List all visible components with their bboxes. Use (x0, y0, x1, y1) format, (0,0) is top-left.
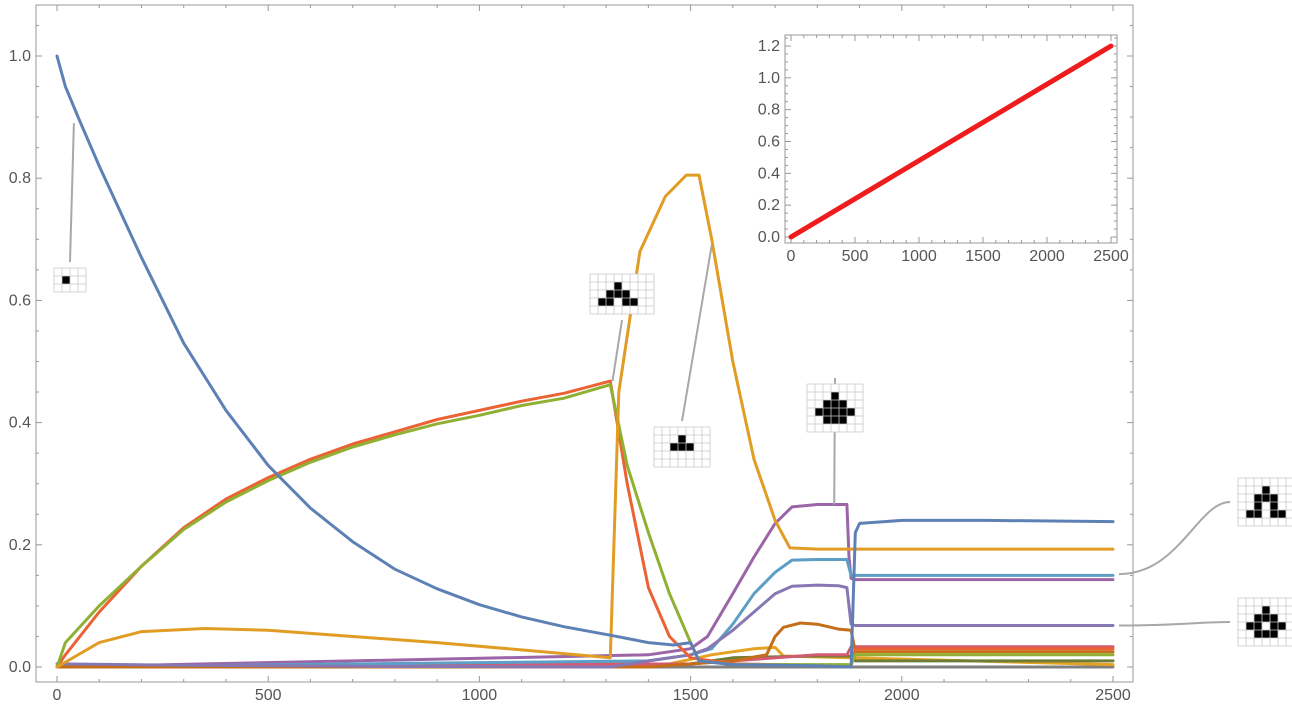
inset-x-tick-label: 1500 (965, 248, 1001, 265)
callout-connector (1118, 621, 1231, 627)
pixel-cell-on (1278, 622, 1286, 630)
callout-connector (69, 123, 75, 263)
main-plot: 0 500 1000 1500 2000 2500 0.0 0.2 0.4 0.6 0.8 1.0 (9, 4, 1292, 704)
main-series-line-0 (55, 54, 1115, 669)
pixel-cell-on (1262, 630, 1270, 638)
callout-connector (681, 245, 713, 422)
pixel-cell-on (839, 416, 847, 424)
main-y-tick-label: 0.8 (9, 170, 31, 187)
pixel-cell-on (831, 400, 839, 408)
pixel-cell-on (1262, 486, 1270, 494)
pixel-cell-on (614, 290, 622, 298)
pixel-cell-on (630, 298, 638, 306)
inset-y-tick-label: 0.0 (758, 229, 780, 246)
pixel-cell-on (1270, 510, 1278, 518)
pixel-cell-on (1270, 614, 1278, 622)
inset-x-tick-label: 0 (787, 248, 796, 265)
callout-connector (1118, 501, 1231, 576)
pixel-pattern-icon (589, 273, 655, 315)
pixel-cell-on (823, 416, 831, 424)
pixel-cell-on (839, 400, 847, 408)
pixel-cell-on (823, 400, 831, 408)
inset-x-tick-label: 500 (842, 248, 869, 265)
main-series-line-10 (55, 645, 1115, 669)
pixel-cell-on (678, 443, 686, 451)
pixel-cell-on (686, 443, 694, 451)
inset-y-tick-label: 1.2 (758, 38, 780, 55)
pixel-cell-on (831, 392, 839, 400)
pixel-cell-on (678, 435, 686, 443)
pixel-cell-on (823, 408, 831, 416)
pixel-cell-on (1254, 494, 1262, 502)
pixel-cell-on (1270, 630, 1278, 638)
main-x-tick-label: 500 (255, 687, 282, 704)
inset-plot: 0 500 1000 1500 2000 2500 0.0 0.2 0.4 0.6 0.8 1.0 1.… (735, 29, 1129, 277)
pixel-cell-on (1254, 510, 1262, 518)
pixel-cell-on (839, 408, 847, 416)
pixel-cell-on (62, 276, 70, 284)
main-x-tick-label: 2000 (884, 687, 920, 704)
inset-x-tick-label: 1000 (901, 248, 937, 265)
inset-y-tick-label: 0.4 (758, 165, 780, 182)
main-y-tick-label: 0.4 (9, 415, 31, 432)
main-x-tick-label: 2500 (1095, 687, 1131, 704)
pixel-cell-on (670, 443, 678, 451)
main-series-group (55, 54, 1115, 669)
main-y-tick-label: 0.2 (9, 537, 31, 554)
pixel-cell-on (1246, 510, 1254, 518)
main-frame (35, 4, 1134, 683)
pixel-cell-on (1254, 622, 1262, 630)
pixel-cell-on (1270, 502, 1278, 510)
pixel-cell-on (1262, 494, 1270, 502)
pixel-cell-on (1254, 630, 1262, 638)
main-x-tick-label: 1500 (673, 687, 709, 704)
pixel-cell-on (1262, 614, 1270, 622)
pixel-cell-on (1254, 614, 1262, 622)
main-y-tick-label: 1.0 (9, 48, 31, 65)
inset-x-tick-label: 2000 (1029, 248, 1065, 265)
pixel-cell-on (831, 416, 839, 424)
main-series-line-4 (55, 583, 1115, 669)
inset-y-tick-label: 1.0 (758, 70, 780, 87)
inset-x-tick-label: 2500 (1093, 248, 1129, 265)
pixel-cell-on (606, 290, 614, 298)
pixel-cell-on (1278, 510, 1286, 518)
pixel-cell-on (1254, 502, 1262, 510)
main-x-tick-label: 1000 (462, 687, 498, 704)
inset-y-tick-label: 0.6 (758, 134, 780, 151)
pixel-cell-on (598, 298, 606, 306)
main-x-tick-label: 0 (53, 687, 62, 704)
main-series-line-7 (55, 503, 1115, 669)
pixel-cell-on (831, 408, 839, 416)
pixel-pattern-icon (1237, 597, 1292, 647)
inset-series-line-0 (788, 43, 1114, 240)
inset-y-tick-label: 0.8 (758, 102, 780, 119)
main-y-tick-label: 0.0 (9, 659, 31, 676)
pixel-pattern-icon (1237, 477, 1292, 527)
pixel-cell-on (1270, 494, 1278, 502)
pixel-cell-on (1246, 622, 1254, 630)
pixel-cell-on (1262, 606, 1270, 614)
main-series-line-1 (55, 173, 1115, 669)
pixel-pattern-icon (53, 267, 87, 293)
pixel-cell-on (847, 408, 855, 416)
callout-connector (611, 319, 623, 382)
pixel-pattern-icon (806, 383, 864, 433)
pixel-cell-on (622, 298, 630, 306)
inset-y-tick-label: 0.2 (758, 197, 780, 214)
inset-frame (784, 34, 1118, 244)
main-y-tick-label: 0.6 (9, 292, 31, 309)
pixel-cell-on (815, 408, 823, 416)
pixel-cell-on (1270, 622, 1278, 630)
pixel-cell-on (606, 298, 614, 306)
pixel-cell-on (614, 282, 622, 290)
pixel-cell-on (622, 290, 630, 298)
pixel-pattern-icon (653, 426, 711, 468)
